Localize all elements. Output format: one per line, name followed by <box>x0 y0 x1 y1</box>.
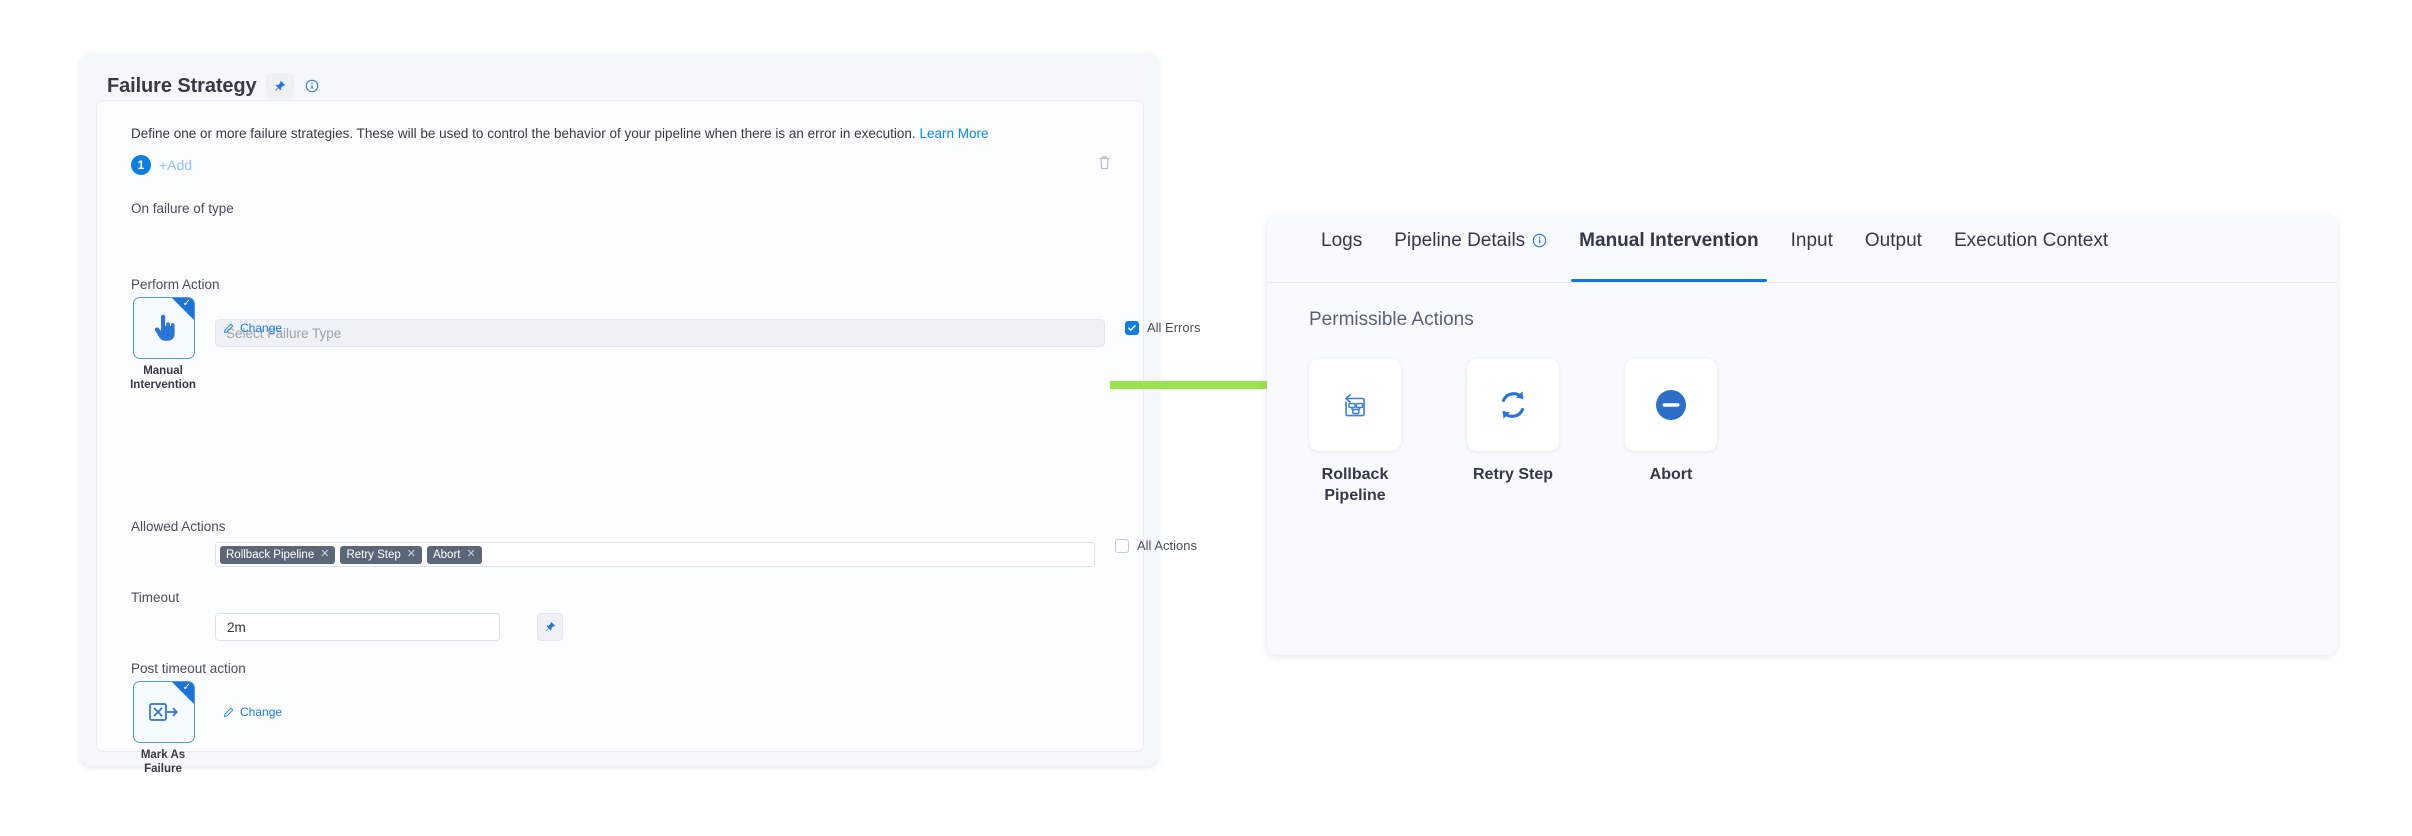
post-timeout-action-label: Post timeout action <box>131 661 246 676</box>
allowed-actions-label: Allowed Actions <box>131 519 226 534</box>
change-label: Change <box>240 321 283 335</box>
selected-corner-badge <box>172 682 194 704</box>
learn-more-link[interactable]: Learn More <box>919 126 989 141</box>
tab-label: Input <box>1790 229 1833 251</box>
retry-refresh-icon <box>1501 391 1525 419</box>
mark-as-failure-tile-button[interactable]: ✓ <box>133 681 195 743</box>
failure-type-select[interactable]: Select Failure Type <box>215 319 1105 347</box>
chip-abort[interactable]: Abort ✕ <box>426 545 482 564</box>
timeout-input[interactable]: 2m <box>215 613 500 641</box>
tab-pipeline-details[interactable]: Pipeline Details <box>1378 215 1563 282</box>
permissible-action-retry-step[interactable]: Retry Step <box>1467 359 1559 506</box>
pin-icon[interactable] <box>265 73 294 99</box>
tab-logs[interactable]: Logs <box>1305 215 1378 282</box>
details-tabbar: Logs Pipeline Details Manual Interventio… <box>1267 215 2337 283</box>
rollback-pipeline-button[interactable] <box>1309 359 1401 451</box>
add-strategy-button[interactable]: +Add <box>159 157 193 173</box>
post-timeout-action-change-button[interactable]: Change <box>223 705 282 719</box>
mark-as-failure-icon <box>149 703 178 721</box>
close-x-icon[interactable]: ✕ <box>320 548 330 560</box>
abort-button[interactable] <box>1625 359 1717 451</box>
pencil-icon <box>224 323 234 333</box>
strategy-index-row: 1 +Add <box>131 153 192 177</box>
manual-intervention-panel-body: Permissible Actions Rollback Pipeline <box>1267 283 2337 506</box>
info-circle-icon[interactable] <box>303 77 321 95</box>
action-label: Retry Step <box>1472 466 1554 483</box>
chip-rollback-pipeline[interactable]: Rollback Pipeline ✕ <box>220 545 336 564</box>
failure-strategy-description: Define one or more failure strategies. T… <box>131 126 989 141</box>
all-actions-checkbox-group[interactable]: All Actions <box>1115 538 1197 553</box>
tab-label: Manual Intervention <box>1579 229 1759 251</box>
post-timeout-action-selected-label: Mark As Failure <box>140 749 186 775</box>
trash-icon[interactable] <box>1097 154 1117 176</box>
perform-action-label: Perform Action <box>131 277 220 292</box>
chip-label: Abort <box>432 548 461 561</box>
tab-label: Pipeline Details <box>1394 229 1526 251</box>
allowed-actions-multiselect[interactable]: Rollback Pipeline ✕ Retry Step ✕ Abort ✕ <box>215 542 1095 567</box>
pointing-hand-icon <box>154 314 175 341</box>
check-icon: ✓ <box>182 682 191 693</box>
close-x-icon[interactable]: ✕ <box>466 548 476 560</box>
all-errors-checkbox-group[interactable]: All Errors <box>1125 320 1200 335</box>
permissible-action-rollback-pipeline[interactable]: Rollback Pipeline <box>1309 359 1401 506</box>
tab-manual-intervention[interactable]: Manual Intervention <box>1563 215 1774 282</box>
perform-action-tile: ✓ Manual Intervention Change <box>130 297 282 392</box>
tab-label: Logs <box>1321 229 1363 251</box>
pencil-icon <box>224 707 234 717</box>
all-actions-label: All Actions <box>1137 538 1197 553</box>
strategy-index-badge: 1 <box>131 155 151 175</box>
permissible-action-abort[interactable]: Abort <box>1625 359 1717 506</box>
manual-intervention-tile-button[interactable]: ✓ <box>133 297 195 359</box>
failure-strategy-header: Failure Strategy <box>107 71 321 101</box>
execution-details-panel: Logs Pipeline Details Manual Interventio… <box>1267 215 2337 655</box>
abort-minus-circle-icon <box>1656 390 1686 420</box>
rollback-pipeline-icon <box>1345 394 1365 417</box>
page-title: Failure Strategy <box>107 74 257 97</box>
permissible-actions-title: Permissible Actions <box>1309 309 1474 330</box>
tab-input[interactable]: Input <box>1775 215 1849 282</box>
tab-label: Output <box>1864 229 1922 251</box>
tab-output[interactable]: Output <box>1849 215 1938 282</box>
failure-strategy-card: Failure Strategy Define one or more fail… <box>80 53 1200 775</box>
timeout-label: Timeout <box>131 590 180 605</box>
failure-strategy-body: Define one or more failure strategies. T… <box>96 100 1200 775</box>
failure-type-placeholder: Select Failure Type <box>226 325 342 341</box>
perform-action-selected-label: Manual Intervention <box>130 365 196 391</box>
perform-action-change-button[interactable]: Change <box>223 321 282 335</box>
all-errors-label: All Errors <box>1147 320 1201 335</box>
description-text: Define one or more failure strategies. T… <box>131 126 916 141</box>
tab-label: Execution Context <box>1953 229 2109 251</box>
close-x-icon[interactable]: ✕ <box>406 548 416 560</box>
chip-label: Retry Step <box>346 548 401 561</box>
change-label: Change <box>240 705 283 719</box>
on-failure-of-type-label: On failure of type <box>131 201 234 216</box>
check-icon: ✓ <box>182 298 191 309</box>
post-timeout-action-tile: ✓ Mark As Failure Change <box>133 681 282 776</box>
retry-step-button[interactable] <box>1467 359 1559 451</box>
timeout-value: 2m <box>227 619 246 635</box>
all-errors-checkbox[interactable] <box>1125 320 1139 335</box>
action-label: Rollback Pipeline <box>1321 466 1389 504</box>
selected-corner-badge <box>172 298 194 320</box>
action-label: Abort <box>1649 466 1693 483</box>
info-circle-icon[interactable] <box>1532 233 1547 248</box>
all-actions-checkbox[interactable] <box>1115 538 1129 553</box>
chip-retry-step[interactable]: Retry Step ✕ <box>340 545 422 564</box>
timeout-pin-icon[interactable] <box>537 613 563 641</box>
permissible-actions-list: Rollback Pipeline Retry Step <box>1305 359 2337 506</box>
tab-execution-context[interactable]: Execution Context <box>1938 215 2124 282</box>
chip-label: Rollback Pipeline <box>226 548 315 561</box>
